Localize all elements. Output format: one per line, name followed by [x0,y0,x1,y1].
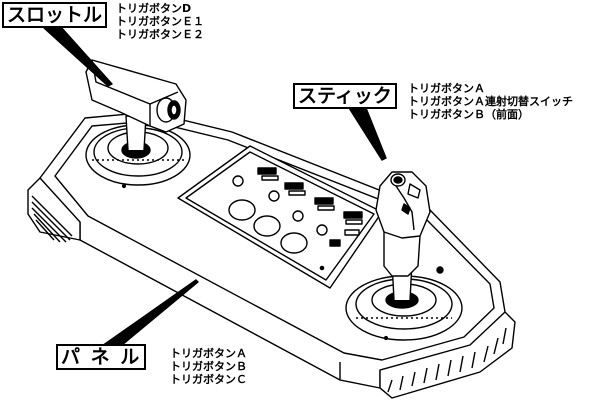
stick-items: トリガボタンＡ トリガボタンＡ連射切替スイッチ トリガボタンＢ（前面） [408,82,573,121]
left-foot [27,177,81,243]
panel-button-b[interactable] [253,215,281,237]
panel-small-button-2[interactable] [268,190,280,202]
panel-item: トリガボタンＡ [170,347,247,360]
panel-button-a[interactable] [228,199,256,221]
panel-item: トリガボタンＣ [170,373,247,386]
panel-label: パ ネ ル [56,344,147,370]
stick[interactable] [345,171,463,341]
panel-small-button-3[interactable] [292,210,304,222]
throttle-label: スロットル [2,2,108,28]
throttle-item: トリガボタンD [116,2,192,15]
stick-label: スティック [293,83,397,109]
throttle-item: トリガボタンＥ２ [116,28,204,41]
stick-item: トリガボタンＡ [408,82,485,95]
panel-leader [101,279,199,351]
throttle-items: トリガボタンD トリガボタンＥ１ トリガボタンＥ２ [116,2,204,41]
stick-item: トリガボタンＡ連射切替スイッチ [408,95,573,108]
stick-item: トリガボタンＢ（前面） [408,108,529,121]
panel-items: トリガボタンＡ トリガボタンＢ トリガボタンＣ [170,347,247,386]
right-foot [379,311,516,399]
throttle-leader [43,25,113,87]
panel-switches[interactable] [257,167,363,247]
panel-small-button-1[interactable] [232,175,244,187]
panel-button-c[interactable] [280,232,308,254]
panel-small-button-4[interactable] [316,224,328,236]
throttle[interactable] [85,59,191,189]
throttle-item: トリガボタンＥ１ [116,15,204,28]
panel-item: トリガボタンＢ [170,360,247,373]
